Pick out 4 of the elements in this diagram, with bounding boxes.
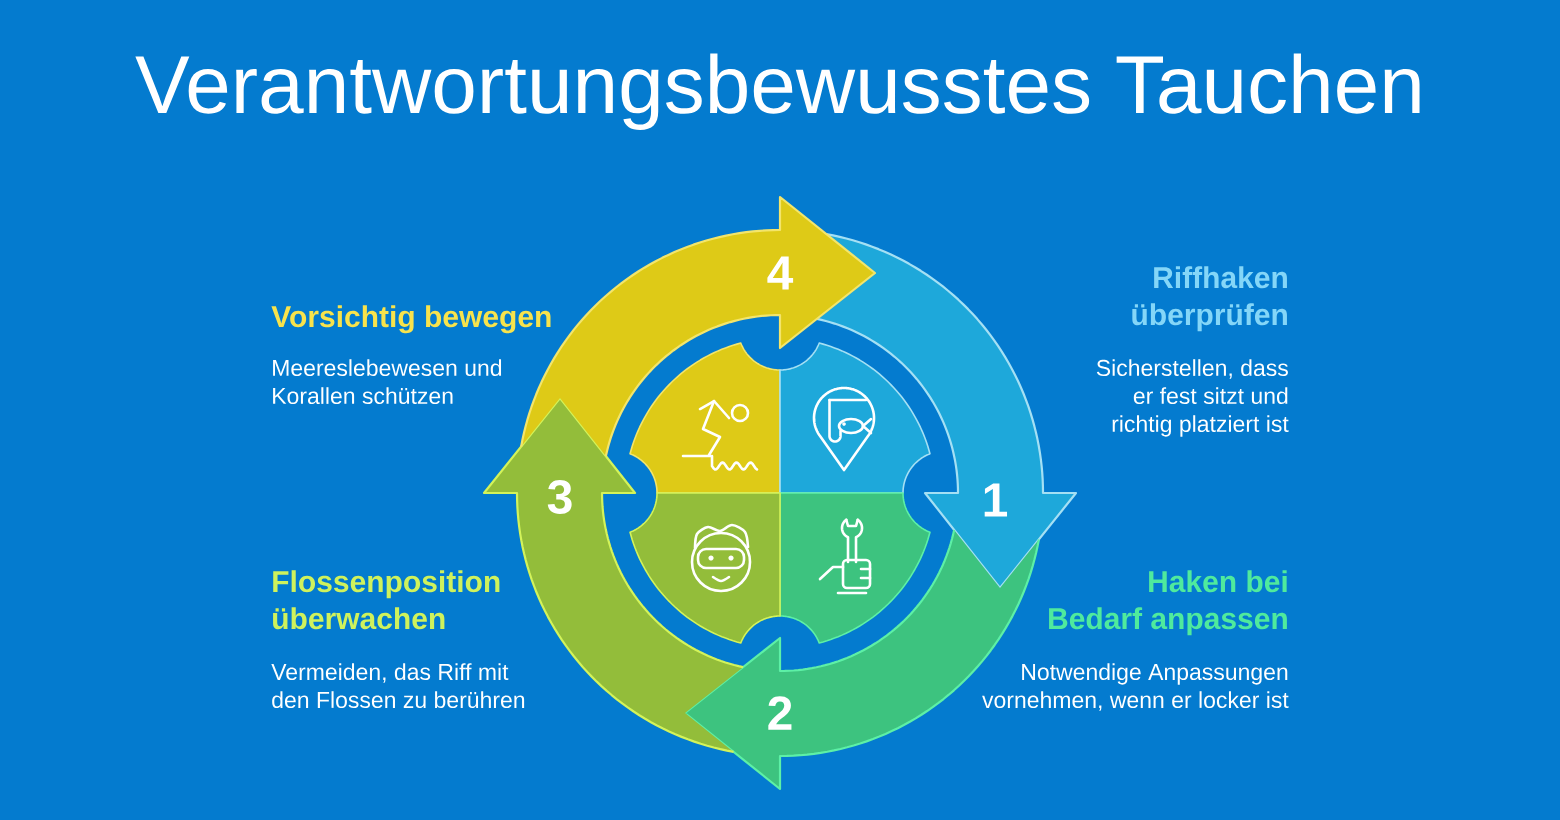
step-description: Sicherstellen, dass er fest sitzt und richtig platziert ist (1096, 359, 1289, 437)
cycle-segment: 1 (816, 233, 1078, 590)
step-heading: Riffhaken überprüfen (1132, 266, 1287, 332)
title: Verantwortungsbewusstes Tauchen (135, 53, 1420, 130)
